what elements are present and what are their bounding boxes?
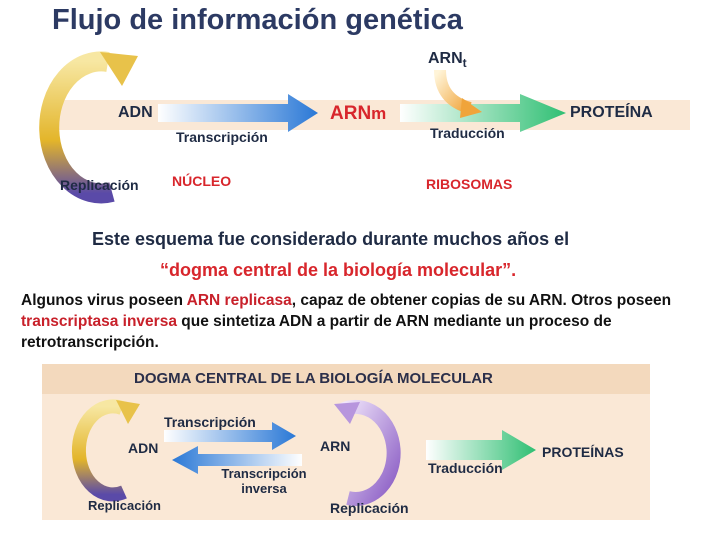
ribosomas-label: RIBOSOMAS [426, 176, 513, 192]
replication-cycle [39, 51, 115, 204]
dogma-adn-label: ADN [128, 440, 159, 456]
trna-arrowhead [460, 98, 482, 118]
dogma-transcripcion-inversa-label: Transcripción inversa [214, 466, 314, 496]
proteina-label: PROTEÍNA [570, 104, 653, 121]
transcripcion-label: Transcripción [176, 129, 268, 145]
transcriptasa-inversa-highlight: transcriptasa inversa [21, 313, 177, 330]
dogma-title-bar [42, 364, 650, 394]
dna-replication-cycle [71, 399, 127, 502]
arnm-sub: m [371, 104, 387, 123]
transcription-arrow-bottom [164, 422, 296, 450]
dna-replication-arrowhead [116, 400, 140, 424]
arnt-main: ARN [428, 50, 463, 67]
traduccion-label: Traducción [430, 125, 505, 141]
para-text-1: Algunos virus poseen [21, 292, 187, 309]
translation-arrow-bottom [426, 430, 536, 470]
dogma-replicacion-adn-label: Replicación [88, 498, 161, 513]
statement-line-1: Este esquema fue considerado durante muc… [92, 229, 570, 249]
reverse-line-1: Transcripción [221, 466, 307, 481]
arnm-label: ARNm [330, 103, 386, 125]
adn-label: ADN [118, 104, 153, 121]
top-diagram-graphics [39, 51, 690, 204]
dogma-diagram: DOGMA CENTRAL DE LA BIOLOGÍA MOLECULAR [42, 364, 650, 520]
dogma-graphics [71, 399, 536, 506]
arnt-label: ARNt [428, 50, 467, 70]
arn-replicasa-highlight: ARN replicasa [186, 292, 292, 309]
para-text-2: , capaz de obtener copias de su ARN. Otr… [291, 292, 672, 309]
dogma-replicacion-arn-label: Replicación [330, 500, 409, 516]
reverse-transcription-arrow [172, 446, 302, 474]
dogma-title: DOGMA CENTRAL DE LA BIOLOGÍA MOLECULAR [134, 370, 493, 387]
nucleo-label: NÚCLEO [172, 173, 232, 189]
translation-arrow [400, 94, 566, 132]
rna-replication-cycle [339, 399, 401, 506]
arnt-sub: t [462, 56, 467, 71]
para-text-3: que sintetiza ADN a partir de ARN median… [21, 313, 612, 351]
dogma-arn-label: ARN [320, 438, 351, 454]
dogma-transcripcion-label: Transcripción [164, 414, 256, 430]
page-title: Flujo de información genética [52, 4, 463, 36]
statement-line-2: “dogma central de la biología molecular”… [160, 260, 517, 280]
dogma-proteinas-label: PROTEÍNAS [542, 444, 624, 460]
transcription-arrow [158, 94, 318, 132]
replicacion-label: Replicación [60, 177, 139, 193]
virus-paragraph: Algunos virus poseen ARN replicasa, capa… [21, 290, 711, 353]
replication-arrowhead [100, 52, 138, 86]
reverse-line-2: inversa [241, 481, 287, 496]
rna-replication-arrowhead [334, 402, 360, 424]
dogma-traduccion-label: Traducción [428, 460, 503, 476]
arnm-main: ARN [330, 103, 372, 124]
